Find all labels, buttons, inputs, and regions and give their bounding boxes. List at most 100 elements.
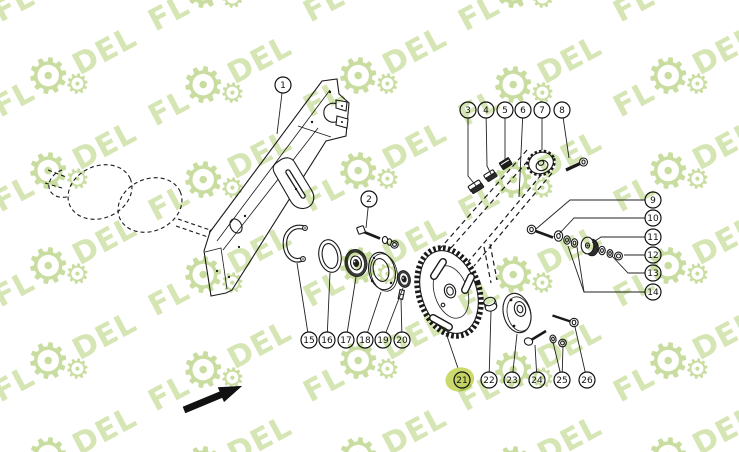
callout-circle[interactable]: [644, 209, 662, 227]
callout-circle[interactable]: [514, 101, 532, 119]
callout-circle[interactable]: [553, 371, 571, 389]
callout-20[interactable]: 20: [393, 331, 411, 349]
callout-number: 8: [559, 106, 565, 116]
leader-line-4: [485, 109, 493, 177]
callout-number: 1: [280, 81, 286, 91]
callout-number: 7: [539, 106, 545, 116]
callout-11[interactable]: 11: [644, 228, 662, 246]
drive-chain: [436, 149, 553, 284]
callout-circle[interactable]: [300, 331, 318, 349]
callout-24[interactable]: 24: [528, 371, 546, 389]
callout-circle[interactable]: [644, 191, 662, 209]
bolt-head: [523, 337, 534, 346]
direction-arrow: [182, 385, 243, 414]
sprocket-small: [526, 149, 556, 177]
callout-2[interactable]: 2: [360, 190, 378, 208]
callout-circle[interactable]: [503, 371, 521, 389]
callout-19[interactable]: 19: [374, 331, 392, 349]
callout-circle[interactable]: [496, 101, 514, 119]
callout-21[interactable]: 21: [443, 365, 476, 395]
callout-number: 12: [647, 251, 658, 261]
callout-23[interactable]: 23: [503, 371, 521, 389]
callout-number: 20: [396, 336, 408, 346]
callout-number: 4: [483, 106, 489, 116]
callout-3[interactable]: 3: [459, 101, 477, 119]
callout-15[interactable]: 15: [300, 331, 318, 349]
callout-number: 14: [647, 288, 659, 298]
callout-circle[interactable]: [553, 101, 571, 119]
callout-12[interactable]: 12: [644, 246, 662, 264]
callout-number: 6: [520, 106, 526, 116]
housing-part: [203, 78, 350, 297]
leader-line-14b: [576, 246, 585, 293]
callout-circle[interactable]: [644, 283, 662, 301]
callout-26[interactable]: 26: [578, 371, 596, 389]
callout-number: 24: [531, 376, 543, 386]
callout-number: 9: [650, 196, 656, 206]
callout-1[interactable]: 1: [274, 76, 292, 94]
callout-circle[interactable]: [644, 264, 662, 282]
callout-6[interactable]: 6: [514, 101, 532, 119]
callout-circle[interactable]: [459, 101, 477, 119]
callout-number: 22: [483, 376, 494, 386]
pin-head: [569, 317, 579, 328]
callout-circle[interactable]: [453, 371, 471, 389]
nut: [558, 338, 567, 348]
callout-circle[interactable]: [644, 246, 662, 264]
leader-line-6: [518, 109, 524, 198]
callout-number: 10: [647, 214, 659, 224]
callout-circle[interactable]: [528, 371, 546, 389]
leader-line-10: [558, 217, 653, 235]
callout-13[interactable]: 13: [644, 264, 662, 282]
callout-number: 21: [456, 376, 467, 386]
bolt-head: [356, 225, 366, 235]
leader-line-3: [467, 110, 478, 188]
callout-4[interactable]: 4: [477, 101, 495, 119]
callout-10[interactable]: 10: [644, 209, 662, 227]
callout-circle[interactable]: [393, 331, 411, 349]
auger-phantom: [44, 164, 216, 238]
callout-circle[interactable]: [533, 101, 551, 119]
callout-number: 23: [506, 376, 517, 386]
callout-16[interactable]: 16: [318, 331, 336, 349]
callout-number: 19: [377, 336, 389, 346]
callout-circle[interactable]: [644, 228, 662, 246]
callout-14[interactable]: 14: [644, 283, 662, 301]
leader-line-19: [382, 287, 404, 341]
callout-7[interactable]: 7: [533, 101, 551, 119]
callout-number: 25: [556, 376, 567, 386]
callout-circle[interactable]: [477, 101, 495, 119]
callout-number: 18: [359, 336, 371, 346]
callout-circle[interactable]: [480, 371, 498, 389]
callout-circle[interactable]: [337, 331, 355, 349]
sprocket-large: [414, 245, 484, 339]
callout-22[interactable]: 22: [480, 371, 498, 389]
nut: [390, 240, 399, 249]
callout-8[interactable]: 8: [553, 101, 571, 119]
callout-25[interactable]: 25: [553, 371, 571, 389]
callout-circle[interactable]: [360, 190, 378, 208]
hub-parts: [483, 292, 579, 348]
callout-17[interactable]: 17: [337, 331, 355, 349]
callout-18[interactable]: 18: [356, 331, 374, 349]
callout-circle[interactable]: [578, 371, 596, 389]
callout-circle[interactable]: [318, 331, 336, 349]
callout-number: 5: [502, 106, 508, 116]
seal-ring: [318, 239, 342, 273]
callout-circle[interactable]: [374, 331, 392, 349]
callout-5[interactable]: 5: [496, 101, 514, 119]
leader-line-16: [326, 272, 331, 341]
callout-number: 3: [465, 106, 471, 116]
leader-line-17: [345, 276, 357, 341]
callout-9[interactable]: 9: [644, 191, 662, 209]
callout-circle[interactable]: [356, 331, 374, 349]
leader-line-26: [574, 326, 588, 381]
chain-link-parts: [467, 157, 513, 195]
tensioner-parts: [526, 224, 623, 261]
callout-number: 17: [340, 336, 351, 346]
leader-line-11: [591, 236, 653, 244]
callout-circle[interactable]: [274, 76, 292, 94]
